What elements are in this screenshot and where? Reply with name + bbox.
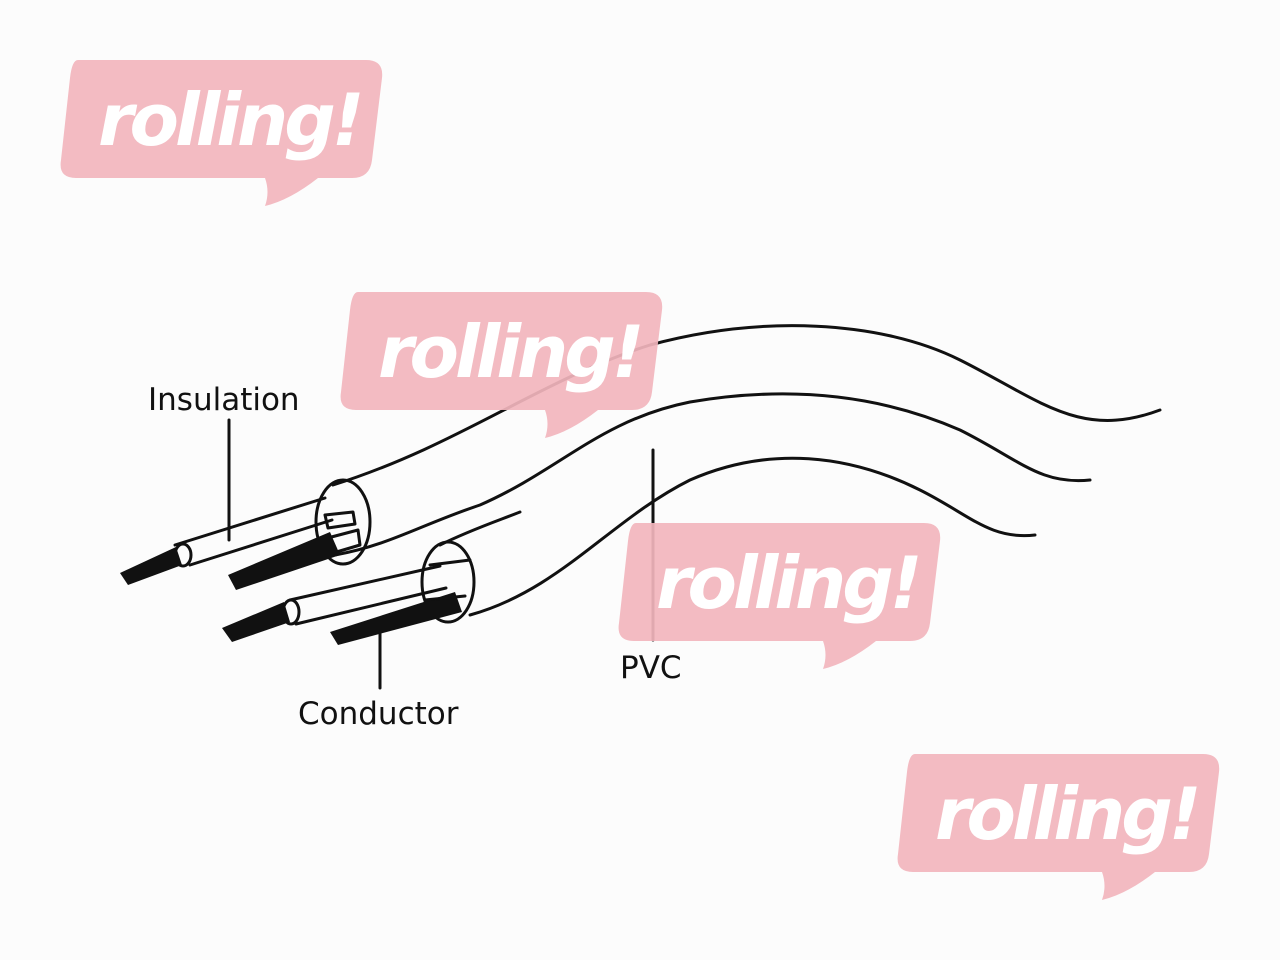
lower-insulated-wire bbox=[288, 564, 448, 626]
watermark-bubble bbox=[60, 60, 383, 206]
conductor-label: Conductor bbox=[298, 696, 459, 732]
upper-insulated-wire bbox=[173, 496, 334, 567]
pvc-label: PVC bbox=[620, 650, 682, 686]
watermark-bubble bbox=[897, 754, 1220, 900]
sheath-middle-edge bbox=[333, 392, 1092, 557]
upper-bare-conductor bbox=[120, 547, 182, 585]
insulation-label: Insulation bbox=[148, 382, 300, 418]
lower-inner-detail bbox=[423, 558, 472, 602]
watermark-4: rolling! bbox=[897, 754, 1220, 900]
watermark-bubble bbox=[340, 292, 663, 438]
watermark-2: rolling! bbox=[340, 292, 663, 438]
upper-jacket-opening bbox=[314, 478, 372, 566]
sheath-upper-core-edge bbox=[438, 510, 522, 547]
watermark-text: rolling! bbox=[378, 310, 641, 394]
sheath-lower-edge bbox=[468, 456, 1037, 617]
watermark-bubble bbox=[618, 523, 941, 669]
upper-second-conductor bbox=[228, 532, 340, 590]
sheath-top-edge bbox=[331, 324, 1162, 487]
watermark-text: rolling! bbox=[656, 541, 919, 625]
lower-bare-conductor bbox=[222, 602, 290, 642]
watermark-text: rolling! bbox=[98, 78, 361, 162]
watermark-1: rolling! bbox=[60, 60, 383, 206]
upper-inner-wire-a bbox=[323, 510, 357, 530]
lower-jacket-opening bbox=[420, 540, 476, 624]
watermark-text: rolling! bbox=[935, 772, 1198, 856]
lower-second-conductor bbox=[330, 592, 462, 645]
upper-core bbox=[120, 478, 372, 590]
watermark-3: rolling! bbox=[618, 523, 941, 669]
lower-core bbox=[222, 540, 476, 645]
